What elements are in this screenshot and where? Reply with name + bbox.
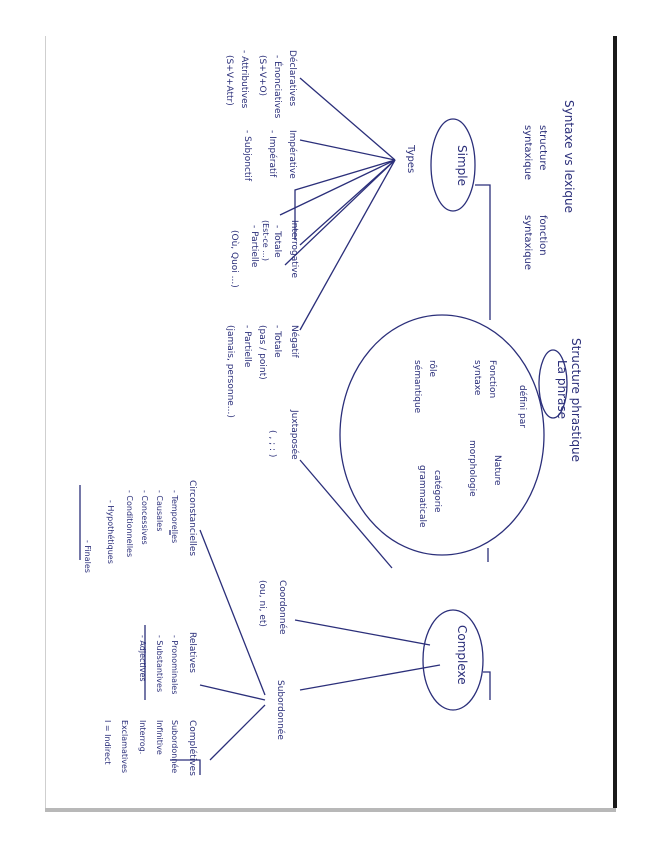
link-sub-circ [199,529,266,696]
link-sub-completives [209,704,266,761]
coordonnee-1: (ou, ni, et) [257,580,267,627]
declaratives-0: Déclaratives [287,50,298,107]
negatif-3: - Partielle [242,325,252,368]
declaratives-2: (S+V+O) [257,55,267,96]
negatif-4: (jamais, personne...) [225,325,235,418]
phrase-inner-node [538,349,568,419]
link-sub-relatives [199,684,266,701]
phrase-def-3: rôle [427,360,438,378]
completives-3: Interrog. [138,720,147,754]
coordonnee-0: Coordonnée [277,580,288,635]
phrase-def-4: sémantique [412,360,423,414]
link-types-declaratives [299,77,396,161]
circonstancielles-2: - Causales [155,490,164,531]
link-types-imperative [299,139,396,161]
interrogative-4: (Où, Quoi ...) [229,230,239,288]
completives-2: Infinitive [155,720,164,755]
link-coordonnee [294,619,431,646]
phrase-def-2: syntaxe [472,360,482,396]
circonstancielles-5: - Hypothétiques [106,500,116,564]
phrase-def-1: Fonction [487,360,497,398]
link-types-negatif [299,159,396,331]
title-synt2: syntaxique [522,215,533,270]
title-synt: syntaxique [522,125,533,180]
relatives-3: - Adjectives [138,635,147,682]
juxtaposee-1: ( , ; : ) [267,430,277,457]
phrase-def-5: Nature [492,455,502,486]
link-subordonnee [299,664,441,691]
title-fonc: fonction [537,215,548,256]
phrase-node[interactable] [339,314,545,556]
title-line1: Syntaxe vs lexique [562,100,576,213]
phrase-label: La phrase [555,360,569,419]
phrase-def-7: catégorie [432,470,443,513]
simple-node[interactable] [430,118,476,212]
link-types-misc-2 [284,159,396,266]
imperative-0: Impérative [287,130,298,179]
relatives-1: - Pronominales [170,635,179,694]
types-label: Types [405,144,416,173]
complexe-label: Complexe [455,625,469,685]
simple-label: Simple [455,145,469,186]
title-struct: structure [537,125,548,170]
completives-0: Complétives [187,720,198,776]
interrogative-3: - Partielle [249,225,259,268]
paper-sheet [45,36,617,808]
negatif-1: - Totale [272,325,282,358]
subordonnee-label: Subordonnée [275,680,286,740]
completives-bracket [170,759,201,775]
paper-shadow [45,808,616,812]
negatif-0: Négatif [289,325,300,359]
interrogative-2: (Est-ce ...) [261,220,270,261]
declaratives-4: (S+V+Attr) [224,55,234,106]
circonstancielles-0: Circonstancielles [187,480,197,556]
link-complexe-bottom [483,671,491,700]
negatif-2: (pas / point) [257,325,267,380]
interrogative-1: - Totale [272,225,282,258]
relatives-0: Relatives [187,632,197,673]
imperative-1: - Impératif [267,130,278,178]
circonstancielles-6: - Finales [83,540,92,573]
completives-5: I = Indirect [103,720,112,764]
link-types-interrogative [294,159,396,240]
circonstancielles-1: - Temporelles [170,490,179,543]
link-types-interrogative-2 [299,159,396,246]
completives-4: Exclamatives [120,720,129,773]
complexe-node[interactable] [422,609,484,711]
relatives-2: - Substantives [155,635,164,692]
phrastique-label: Structure phrastique [569,338,583,462]
circonstancielles-4: - Conditionnelles [125,490,134,557]
circonstancielles-3: - Concessives [140,490,149,545]
interrogative-0: Interrogative [289,220,299,279]
phrase-def-8: grammaticale [417,465,427,528]
completives-1: Subordonnée [170,720,180,773]
declaratives-3: - Attributives [239,50,249,109]
phrase-def-0: défini par [517,385,528,428]
imperative-2: - Subjonctif [242,130,252,182]
link-types-misc [279,159,396,216]
link-juxtaposee [299,459,393,569]
phrase-def-6: morphologie [467,440,477,497]
declaratives-1: - Énonciatives [272,55,284,119]
link-simple-phrase [475,184,491,320]
juxtaposee-0: Juxtaposée [289,409,300,460]
